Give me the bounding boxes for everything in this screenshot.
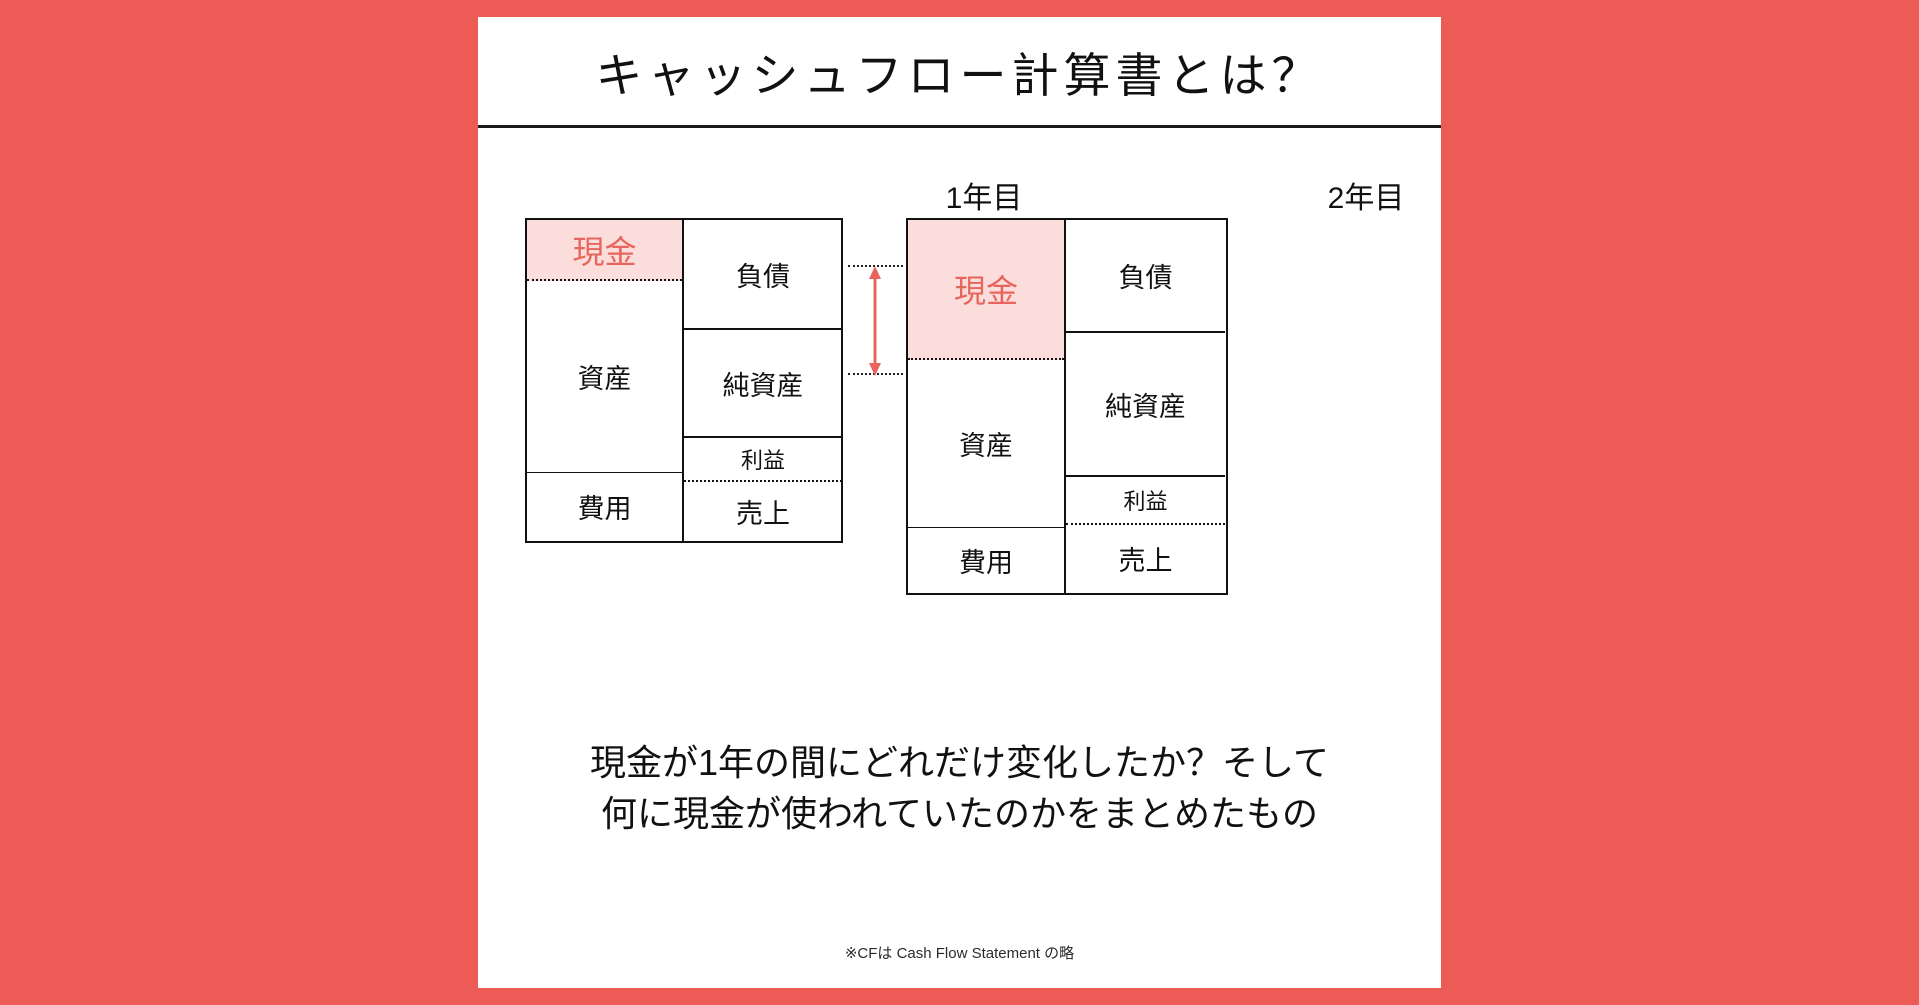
- year1-balance-sheet: 現金 資産 費用 負債 純資産 利益: [525, 218, 843, 543]
- year2-liabilities-column: 負債 純資産 利益 売上: [1066, 220, 1225, 593]
- description-line-2: 何に現金が使われていたのかをまとめたもの: [600, 793, 1319, 835]
- cash-change-arrow: [848, 265, 903, 376]
- year1-cell-expense: 費用: [577, 494, 632, 524]
- year1-liabilities-column: 負債 純資産 利益 売上: [684, 220, 842, 541]
- year1-assets-column: 現金 資産 費用: [527, 220, 684, 541]
- year1-label: 1年目: [945, 182, 1023, 215]
- page-title: キャッシュフロー計算書とは？: [595, 48, 1324, 102]
- title-divider: [478, 125, 1441, 128]
- year2-cell-liabilities: 負債: [1066, 220, 1225, 333]
- year1-cell-sales: 売上: [736, 498, 790, 529]
- description-line-1: 現金が1年の間にどれだけ変化したか？そして: [590, 742, 1329, 783]
- footnote: ※CFは Cash Flow Statement の略: [844, 945, 1075, 962]
- slide-card: キャッシュフロー計算書とは？ 1年目 現金 資産 費用: [478, 17, 1441, 988]
- year2-assets-column: 現金 資産 費用: [908, 220, 1066, 593]
- year2-label: 2年目: [1327, 182, 1405, 215]
- year2-cell-sales: 売上: [1118, 546, 1173, 576]
- year2-cell-assets: 資産: [908, 360, 1064, 528]
- arrow-guide-top: [848, 265, 903, 267]
- year2-cell-net-assets: 純資産: [1066, 333, 1225, 477]
- year2-cell-profit: 利益: [1066, 477, 1225, 525]
- year1-cell-assets: 資産: [527, 281, 682, 473]
- year2-balance-sheet: 現金 資産 費用 負債 純資産 利益: [906, 218, 1228, 595]
- year1-cell-net-assets: 純資産: [684, 330, 842, 438]
- year2-cell-cash: 現金: [908, 220, 1064, 360]
- year1-cell-liabilities: 負債: [684, 220, 842, 330]
- double-arrow-icon: [869, 266, 881, 376]
- balance-sheet-diagram: 1年目 現金 資産 費用 負債 純資産: [478, 125, 1441, 735]
- year1-cell-profit: 利益: [684, 438, 842, 482]
- title-container: キャッシュフロー計算書とは？: [478, 17, 1441, 125]
- year1-cell-cash: 現金: [527, 220, 682, 281]
- year2-cell-expense: 費用: [959, 547, 1013, 578]
- description-text: 現金が1年の間にどれだけ変化したか？そして 何に現金が使われていたのかをまとめた…: [478, 737, 1441, 839]
